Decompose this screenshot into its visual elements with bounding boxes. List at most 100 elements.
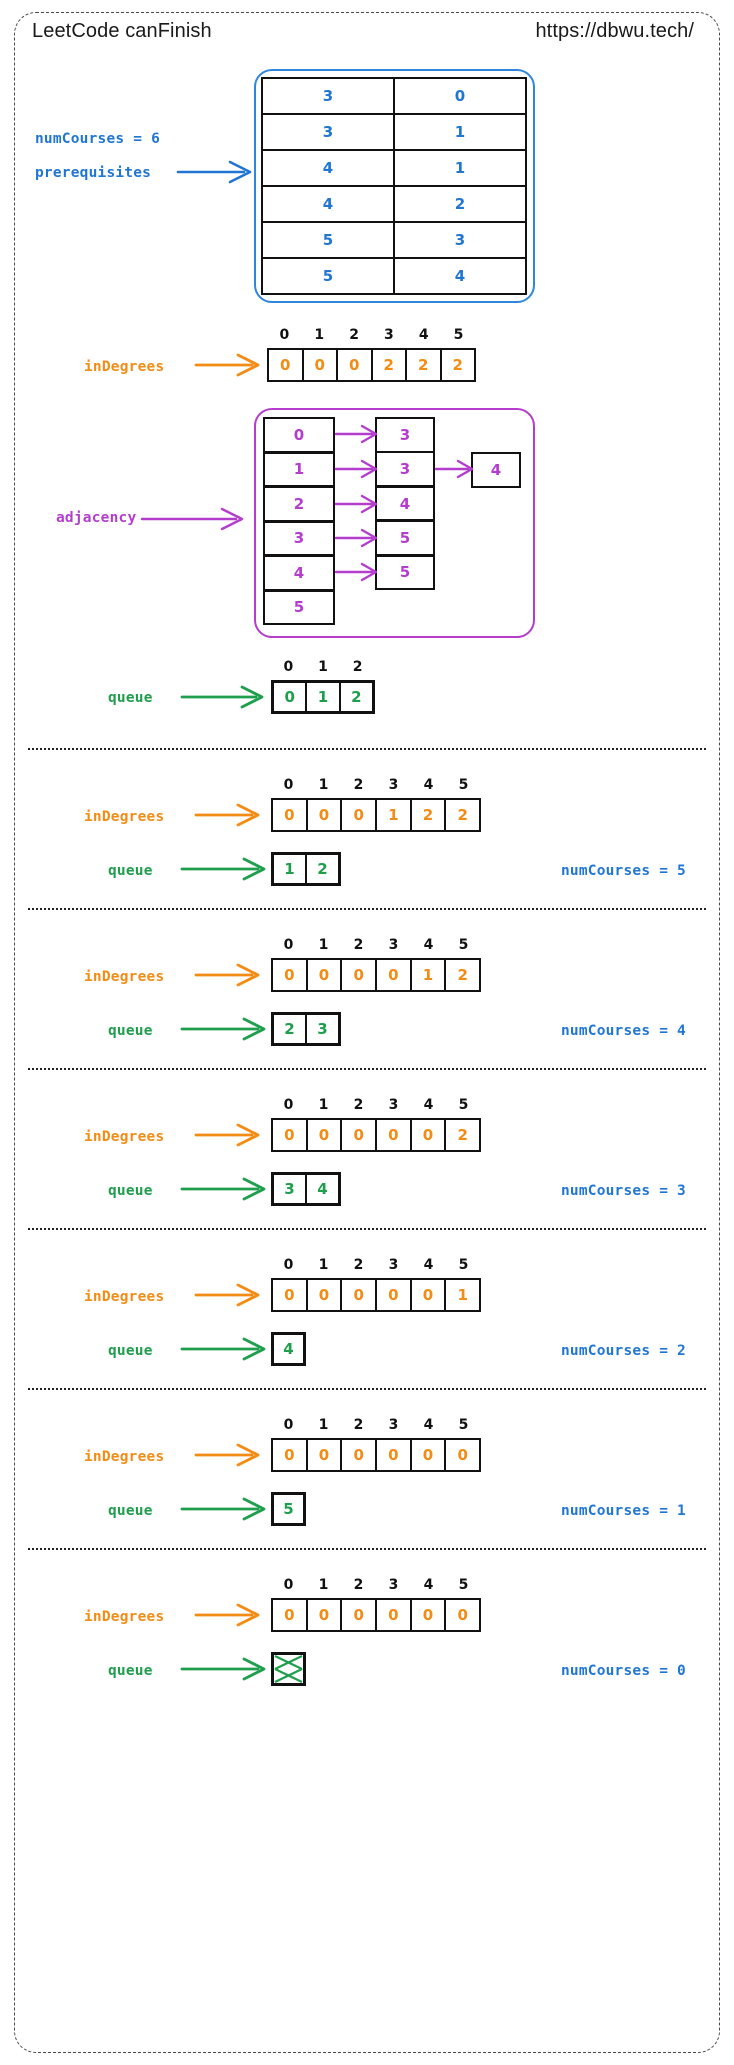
step-5-indegrees-cell-2: 0 (342, 1600, 378, 1630)
step-0-numcourses-label: numCourses = 5 (560, 863, 686, 879)
prerequisites-arrow (176, 160, 252, 184)
step-5-indegrees-arrow (194, 1603, 260, 1627)
step-0-indegrees-cell-5: 2 (446, 800, 480, 830)
queue-index-1: 1 (318, 659, 328, 675)
prerequisites-group-outline (254, 69, 535, 303)
step-3-indegrees-index-3: 3 (388, 1257, 399, 1273)
step-5-indegrees-label: inDegrees (84, 1609, 165, 1625)
step-0-queue-cell-0: 1 (274, 855, 307, 883)
step-0-indegrees-cell-1: 0 (307, 800, 343, 830)
step-1-indegrees-index-0: 0 (283, 937, 294, 953)
queue-arrow (180, 685, 264, 709)
queue-empty-cross-icon (274, 1655, 303, 1683)
step-3-indegrees-cell-2: 0 (342, 1280, 378, 1310)
step-2-indegrees-cell-3: 0 (377, 1120, 412, 1150)
step-0-queue-cell-1: 2 (307, 855, 338, 883)
adjacency-value-1: 3 (375, 451, 435, 488)
step-4-indegrees-index-1: 1 (318, 1417, 329, 1433)
step-2-indegrees-index-2: 2 (353, 1097, 364, 1113)
step-3-indegrees-cell-5: 1 (446, 1280, 480, 1310)
step-3-indegrees-index-4: 4 (423, 1257, 434, 1273)
step-3-numcourses-label: numCourses = 2 (560, 1343, 686, 1359)
step-2-indegrees-index-3: 3 (388, 1097, 399, 1113)
step-1-queue-arrow (180, 1017, 266, 1041)
step-5-queue-arrow (180, 1657, 266, 1681)
step-5-indegrees-cell-5: 0 (446, 1600, 480, 1630)
prerequisite-cell-3-0: 4 (260, 184, 396, 224)
step-2-queue-arrow (180, 1177, 266, 1201)
step-5-indegrees-cell-1: 0 (307, 1600, 343, 1630)
adjacency-label: adjacency (56, 510, 137, 526)
step-5-indegrees-index-4: 4 (423, 1577, 434, 1593)
indegrees-index-5: 5 (453, 327, 464, 343)
step-5-indegrees-cell-4: 0 (411, 1600, 447, 1630)
prerequisite-cell-5-1: 4 (392, 256, 528, 296)
step-3-indegrees-index-0: 0 (283, 1257, 294, 1273)
step-5-indegrees-index-2: 2 (353, 1577, 364, 1593)
step-1-queue-cell-0: 2 (274, 1015, 307, 1043)
step-4-indegrees-cell-5: 0 (446, 1440, 480, 1470)
step-0-indegrees-index-0: 0 (283, 777, 294, 793)
step-separator-3 (28, 1228, 706, 1230)
queue-label: queue (108, 690, 153, 706)
step-1-numcourses-label: numCourses = 4 (560, 1023, 686, 1039)
step-2-indegrees-index-4: 4 (423, 1097, 434, 1113)
step-0-indegrees-cell-0: 0 (273, 800, 308, 830)
step-1-indegrees-index-4: 4 (423, 937, 434, 953)
step-3-indegrees-cell-1: 0 (307, 1280, 343, 1310)
indegrees-cell-3: 2 (372, 350, 407, 380)
prerequisite-cell-4-0: 5 (260, 220, 396, 260)
queue-index-2: 2 (352, 659, 363, 675)
indegrees-index-2: 2 (349, 327, 359, 343)
step-4-queue-arrow (180, 1497, 266, 1521)
step-separator-1 (28, 908, 706, 910)
step-4-indegrees-cell-1: 0 (307, 1440, 343, 1470)
step-4-indegrees-label: inDegrees (84, 1449, 165, 1465)
step-0-indegrees-index-4: 4 (423, 777, 434, 793)
step-5-indegrees-index-3: 3 (388, 1577, 399, 1593)
step-0-indegrees-label: inDegrees (84, 809, 165, 825)
step-2-indegrees-arrow (194, 1123, 260, 1147)
step-1-indegrees-cell-1: 0 (307, 960, 343, 990)
header: LeetCode canFinish https://dbwu.tech/ (0, 20, 734, 60)
step-0-indegrees-index-2: 2 (353, 777, 364, 793)
step-1-indegrees-cell-4: 1 (411, 960, 447, 990)
step-0-indegrees-cell-2: 0 (342, 800, 378, 830)
step-2-indegrees-label: inDegrees (84, 1129, 165, 1145)
adjacency-key-2: 2 (263, 486, 335, 522)
step-2-indegrees-cell-5: 2 (446, 1120, 480, 1150)
indegrees-index-4: 4 (418, 327, 429, 343)
step-2-queue-cell-1: 4 (307, 1175, 338, 1203)
step-4-indegrees-cell-2: 0 (342, 1440, 378, 1470)
step-5-numcourses-label: numCourses = 0 (560, 1663, 686, 1679)
adjacency-arrow (140, 507, 244, 531)
step-3-queue-arrow (180, 1337, 266, 1361)
prerequisite-cell-0-1: 0 (392, 76, 528, 116)
step-1-indegrees-cell-2: 0 (342, 960, 378, 990)
step-3-queue-label: queue (108, 1343, 153, 1359)
step-4-indegrees-index-0: 0 (283, 1417, 294, 1433)
indegrees-cell-4: 2 (407, 350, 442, 380)
indegrees-index-0: 0 (279, 327, 290, 343)
prerequisite-cell-1-0: 3 (260, 112, 396, 152)
step-1-indegrees-index-2: 2 (353, 937, 364, 953)
step-4-queue-label: queue (108, 1503, 153, 1519)
step-5-indegrees-index-0: 0 (283, 1577, 294, 1593)
indegrees-cell-5: 2 (441, 350, 474, 380)
step-1-indegrees-label: inDegrees (84, 969, 165, 985)
adjacency-key-1: 1 (263, 451, 335, 488)
